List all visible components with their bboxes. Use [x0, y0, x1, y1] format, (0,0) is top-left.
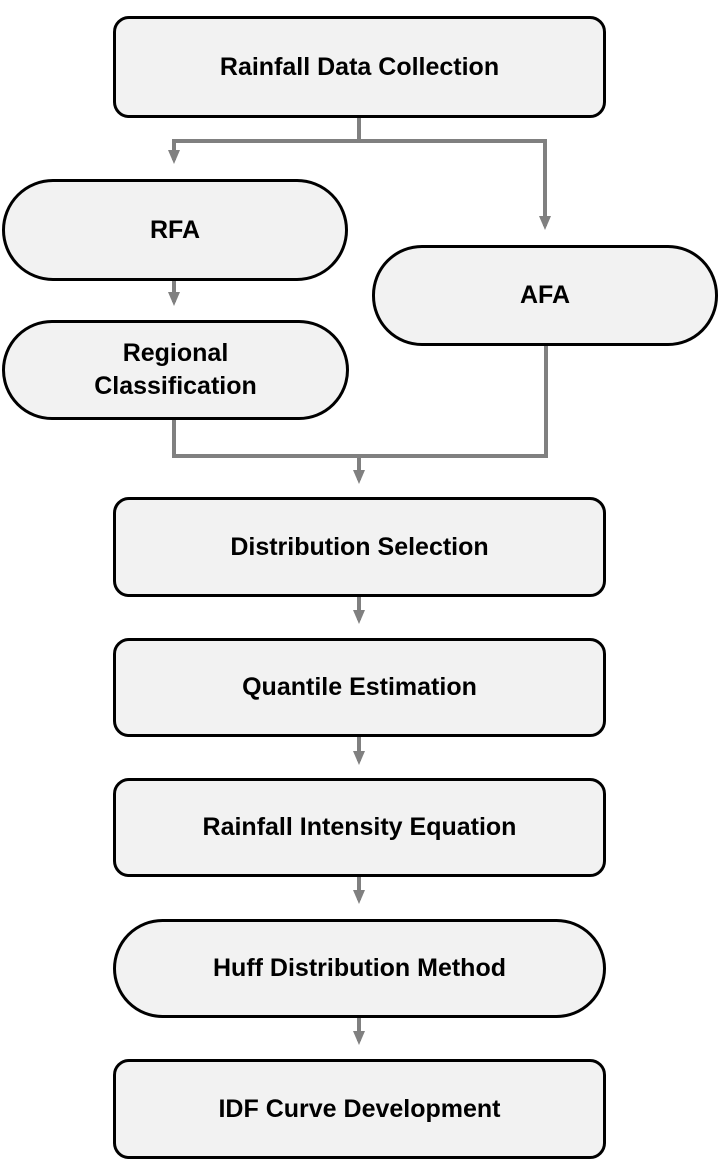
edge-regional-merge: [172, 420, 359, 458]
node-rainfall-data-collection: Rainfall Data Collection: [113, 16, 606, 118]
node-distribution-selection: Distribution Selection: [113, 497, 606, 597]
edge-collection-to-rfa: [168, 139, 359, 164]
node-idf-curve-development: IDF Curve Development: [113, 1059, 606, 1159]
node-afa: AFA: [372, 245, 718, 346]
node-huff-distribution-method: Huff Distribution Method: [113, 919, 606, 1018]
node-quantile-estimation: Quantile Estimation: [113, 638, 606, 737]
edge-collection-to-afa: [359, 139, 551, 230]
node-rfa: RFA: [2, 179, 348, 281]
node-regional-classification: Regional Classification: [2, 320, 349, 420]
node-rainfall-intensity-equation: Rainfall Intensity Equation: [113, 778, 606, 877]
edge-afa-merge: [359, 346, 548, 458]
